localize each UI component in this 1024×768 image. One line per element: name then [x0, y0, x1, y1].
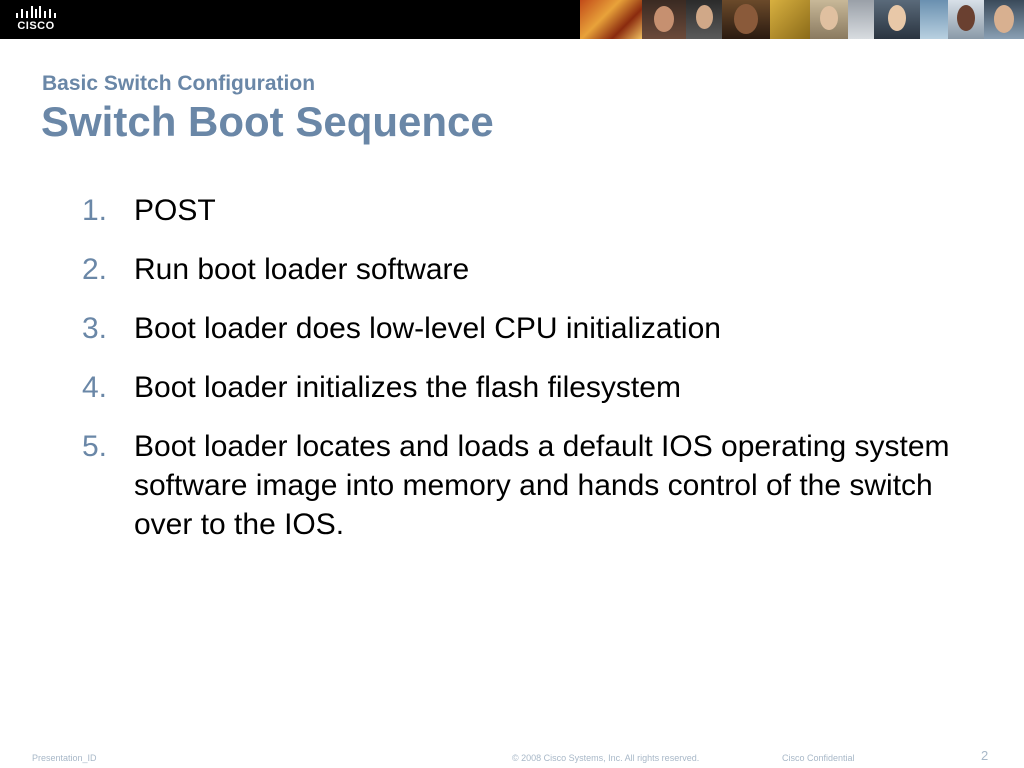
list-item: 1. POST: [82, 191, 982, 230]
step-number: 2.: [82, 253, 108, 286]
photo-tile: [642, 0, 686, 39]
photo-tile: [722, 0, 770, 39]
photo-tile: [686, 0, 722, 39]
list-item: 3. Boot loader does low-level CPU initia…: [82, 309, 982, 348]
photo-tile: [810, 0, 848, 39]
step-number: 5.: [82, 430, 108, 463]
step-text: Boot loader locates and loads a default …: [134, 430, 950, 541]
step-number: 4.: [82, 371, 108, 404]
cisco-logo: CISCO: [14, 4, 58, 34]
photo-tile: [874, 0, 920, 39]
photo-banner: [580, 0, 1024, 39]
photo-tile: [920, 0, 948, 39]
step-text: POST: [134, 194, 216, 227]
photo-tile: [984, 0, 1024, 39]
slide-title: Switch Boot Sequence: [41, 98, 494, 145]
copyright-notice: © 2008 Cisco Systems, Inc. All rights re…: [512, 753, 700, 763]
list-item: 5. Boot loader locates and loads a defau…: [82, 427, 982, 544]
step-number: 3.: [82, 312, 108, 345]
step-number: 1.: [82, 194, 108, 227]
boot-sequence-list: 1. POST 2. Run boot loader software 3. B…: [82, 191, 982, 564]
confidentiality-label: Cisco Confidential: [782, 753, 855, 763]
step-text: Boot loader does low-level CPU initializ…: [134, 312, 721, 345]
photo-tile: [580, 0, 642, 39]
photo-tile: [848, 0, 874, 39]
photo-tile: [770, 0, 810, 39]
list-item: 2. Run boot loader software: [82, 250, 982, 289]
logo-wordmark: CISCO: [17, 20, 55, 32]
slide-subtitle: Basic Switch Configuration: [42, 72, 316, 95]
step-text: Run boot loader software: [134, 253, 470, 286]
presentation-id: Presentation_ID: [32, 753, 97, 763]
page-number: 2: [981, 748, 989, 763]
cisco-bridge-icon: [16, 6, 56, 18]
header-bar: CISCO: [0, 0, 1024, 39]
step-text: Boot loader initializes the flash filesy…: [134, 371, 681, 404]
list-item: 4. Boot loader initializes the flash fil…: [82, 368, 982, 407]
photo-tile: [948, 0, 984, 39]
